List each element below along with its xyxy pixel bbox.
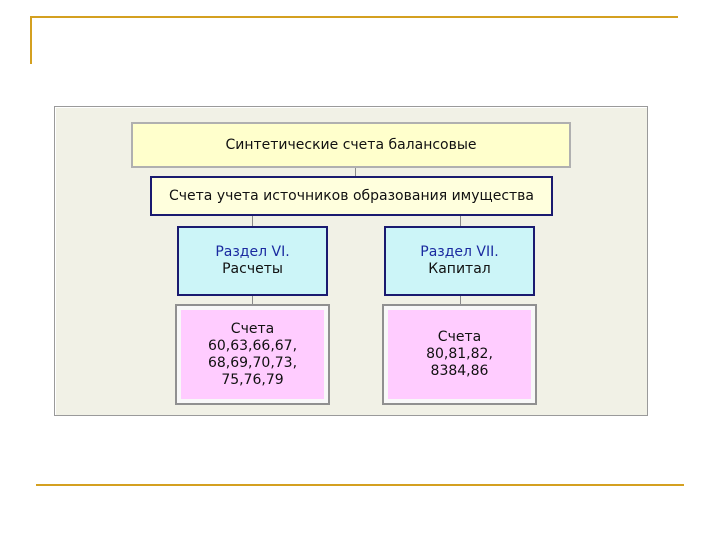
accounts-line: 8384,86 <box>430 363 489 379</box>
connector-section-vi-accounts <box>252 294 253 305</box>
root-node-label: Синтетические счета балансовые <box>225 136 477 153</box>
section-vi-node: Раздел VI. Расчеты <box>177 226 328 296</box>
left-decorative-line <box>30 16 32 64</box>
section-vii-subtitle: Капитал <box>428 261 491 277</box>
level2-node: Счета учета источников образования имуще… <box>150 176 553 216</box>
accounts-line: 68,69,70,73, <box>207 354 298 371</box>
section-vii-title: Раздел VII. <box>420 244 499 260</box>
connector-root-level2 <box>355 167 356 178</box>
section-vi-accounts-fill: Счета 60,63,66,67, 68,69,70,73, 75,76,79 <box>181 310 324 399</box>
accounts-line: Счета <box>230 320 275 337</box>
accounts-line: 60,63,66,67, <box>207 337 298 354</box>
section-vi-subtitle: Расчеты <box>222 261 283 277</box>
bottom-decorative-line <box>36 484 684 486</box>
accounts-line: 80,81,82, <box>426 346 493 362</box>
section-vii-accounts-fill: Счета 80,81,82, 8384,86 <box>388 310 531 399</box>
section-vi-accounts-node: Счета 60,63,66,67, 68,69,70,73, 75,76,79 <box>175 304 330 405</box>
diagram-panel: Синтетические счета балансовые Счета уче… <box>54 106 648 416</box>
accounts-line: 75,76,79 <box>221 371 284 388</box>
connector-level2-section-vi <box>252 214 253 227</box>
top-decorative-line <box>30 16 678 18</box>
level2-node-label: Счета учета источников образования имуще… <box>168 187 535 204</box>
accounts-line: Счета <box>437 329 482 345</box>
section-vii-accounts-node: Счета 80,81,82, 8384,86 <box>382 304 537 405</box>
connector-level2-section-vii <box>460 214 461 227</box>
section-vi-title: Раздел VI. <box>215 244 290 260</box>
root-node: Синтетические счета балансовые <box>131 122 571 168</box>
section-vii-node: Раздел VII. Капитал <box>384 226 535 296</box>
connector-section-vii-accounts <box>460 294 461 305</box>
